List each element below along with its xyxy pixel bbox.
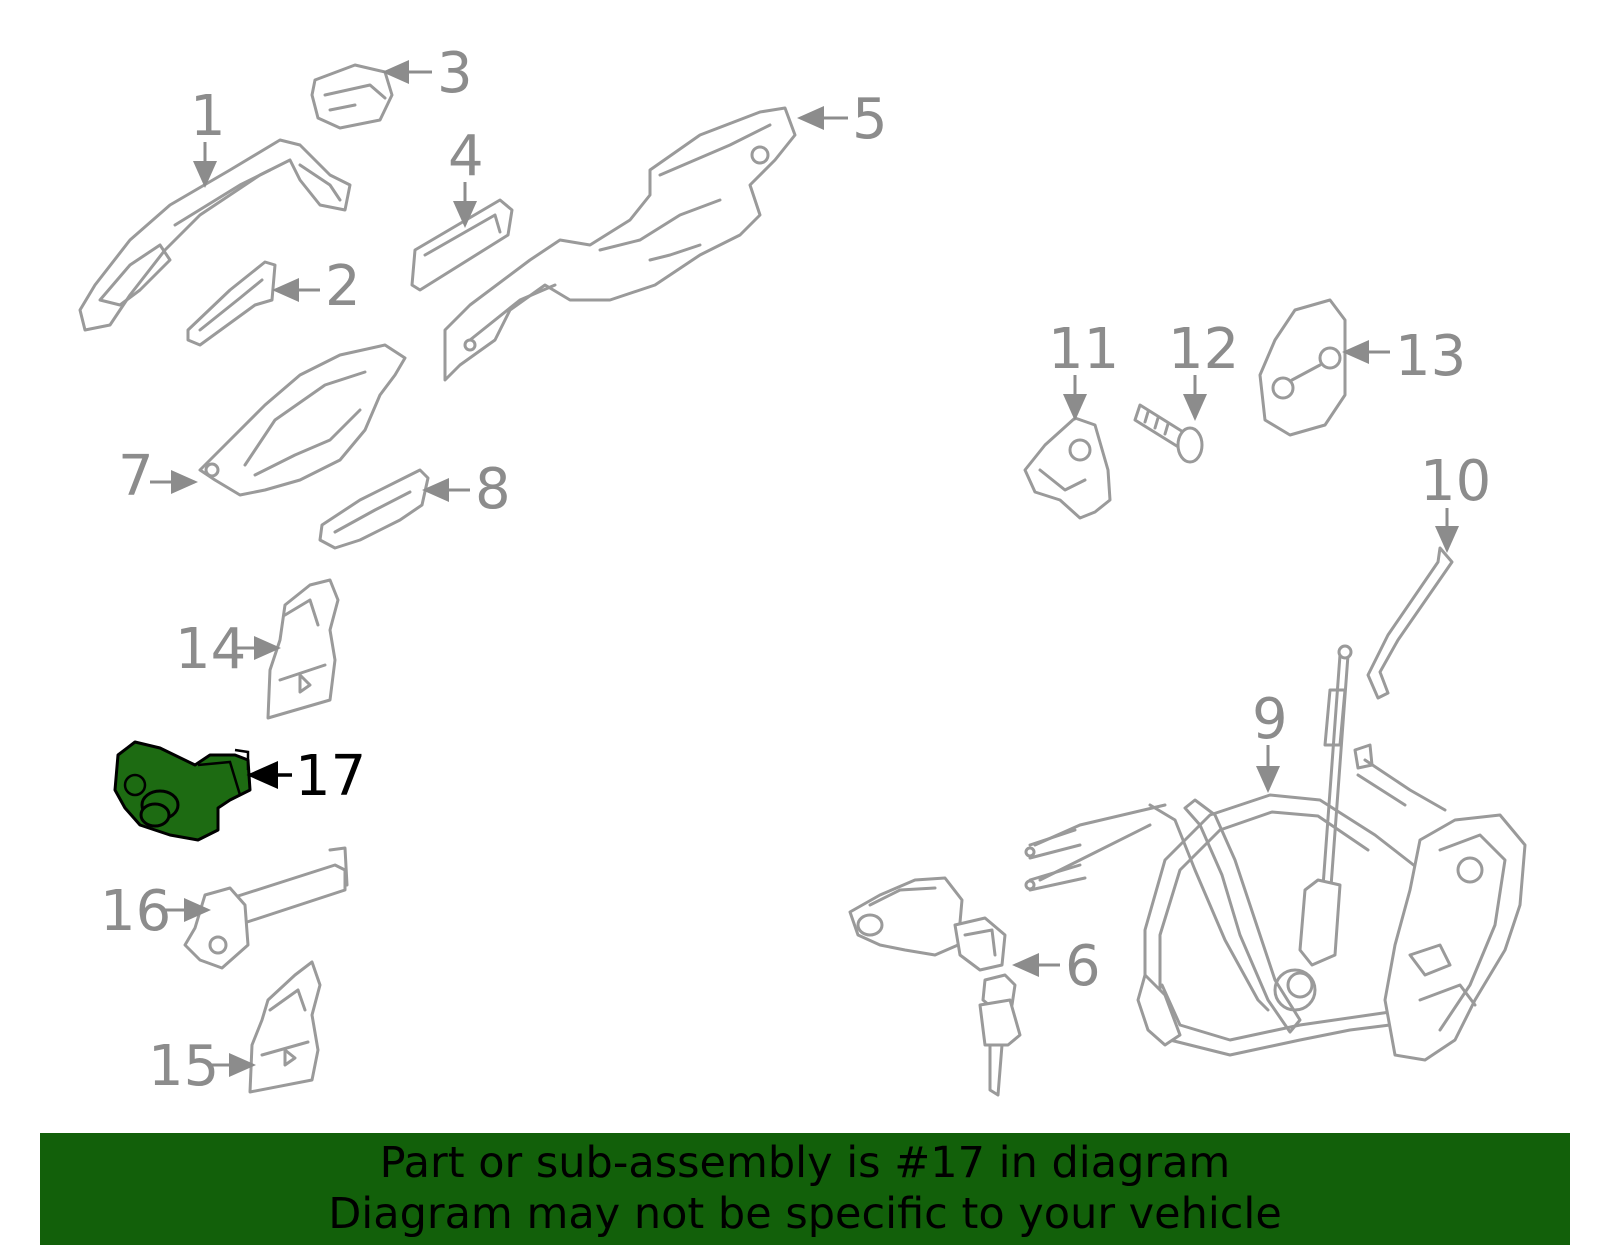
svg-text:11: 11 (1048, 317, 1119, 382)
banner-line-1: Part or sub-assembly is #17 in diagram (379, 1138, 1231, 1188)
part-16-door-check (183, 846, 349, 970)
svg-text:7: 7 (118, 444, 154, 509)
banner-line-2: Diagram may not be specific to your vehi… (328, 1189, 1282, 1239)
svg-text:9: 9 (1252, 687, 1288, 752)
svg-text:1: 1 (190, 84, 226, 149)
info-banner: Part or sub-assembly is #17 in diagram D… (40, 1133, 1570, 1245)
part-14-hinge (266, 578, 340, 720)
part-3-cap (310, 63, 394, 130)
part-4-pad (410, 198, 514, 292)
callout-6: 6 (1012, 934, 1101, 999)
part-17-door-switch (113, 740, 252, 842)
callout-3: 3 (382, 41, 473, 106)
callout-1: 1 (190, 84, 226, 188)
callout-12: 12 (1168, 317, 1239, 421)
part-2-gasket (186, 260, 277, 347)
callout-9: 9 (1252, 687, 1288, 793)
callout-15: 15 (148, 1034, 256, 1099)
svg-text:4: 4 (448, 124, 484, 189)
part-1-outside-handle (78, 138, 352, 332)
part-10-rod (1366, 546, 1454, 700)
svg-text:15: 15 (148, 1034, 219, 1099)
part-13-plate (1258, 298, 1347, 437)
svg-text:12: 12 (1168, 317, 1239, 382)
svg-text:3: 3 (437, 41, 473, 106)
svg-text:8: 8 (475, 457, 511, 522)
svg-text:16: 16 (100, 879, 171, 944)
callout-11: 11 (1048, 317, 1119, 421)
part-11-striker (1023, 416, 1112, 520)
svg-text:17: 17 (295, 744, 366, 809)
part-5-handle-bracket (443, 106, 797, 382)
part-12-screw (1133, 403, 1204, 464)
callout-5: 5 (797, 87, 888, 152)
callout-2: 2 (272, 254, 361, 319)
part-15-hinge (248, 960, 322, 1094)
callout-16: 16 (100, 879, 211, 944)
svg-text:13: 13 (1395, 324, 1466, 389)
svg-text:14: 14 (175, 617, 246, 682)
svg-text:2: 2 (325, 254, 361, 319)
svg-text:10: 10 (1420, 449, 1491, 514)
part-6-lock-cylinder (848, 876, 1022, 1097)
callout-17: 17 (246, 744, 366, 809)
callout-7: 7 (118, 444, 198, 509)
callout-13: 13 (1342, 324, 1466, 389)
callout-4: 4 (448, 124, 484, 228)
callout-14: 14 (175, 617, 281, 682)
svg-text:5: 5 (852, 87, 888, 152)
svg-text:6: 6 (1065, 934, 1101, 999)
part-9-latch-assembly (1024, 644, 1527, 1062)
part-7-inside-handle (198, 343, 407, 497)
callout-10: 10 (1420, 449, 1491, 553)
part-8-bezel (318, 468, 430, 550)
callout-8: 8 (422, 457, 511, 522)
